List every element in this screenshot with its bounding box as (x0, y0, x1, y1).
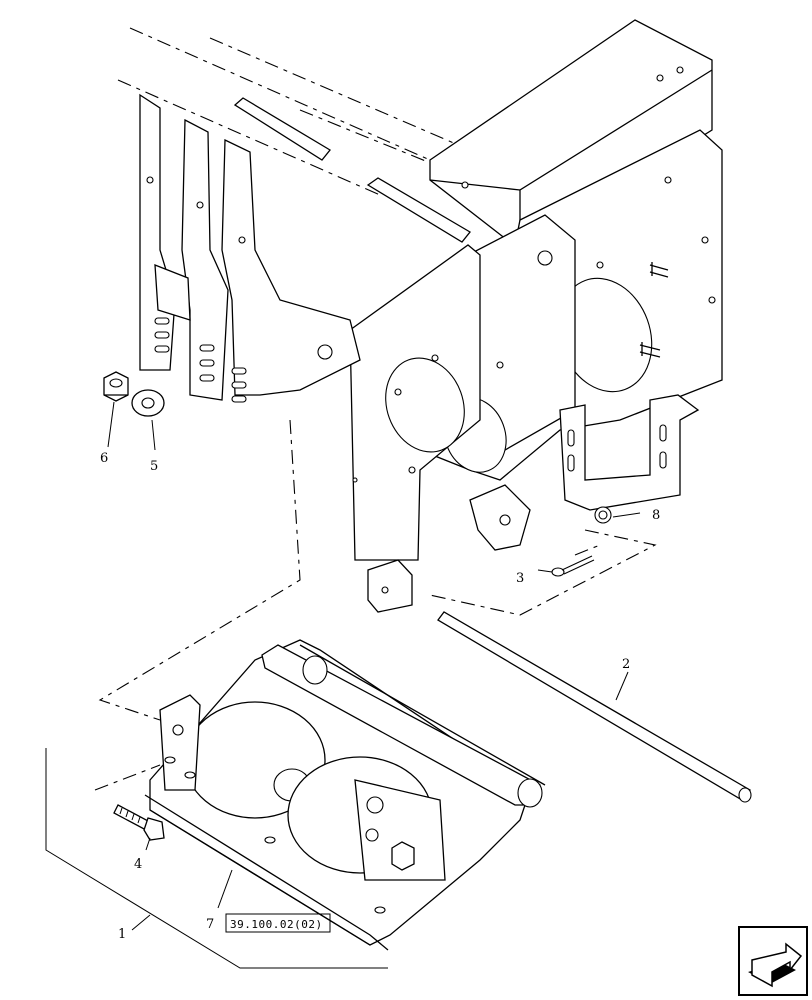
cotter-pin (551, 555, 595, 577)
callout-6: 6 (100, 451, 108, 466)
connection-lines (94, 419, 657, 791)
nut (103, 371, 129, 402)
callout-7: 7 (206, 917, 214, 932)
callout-1: 1 (118, 927, 126, 942)
callout-4: 4 (134, 857, 142, 872)
roller-assembly (144, 639, 546, 951)
callout-2: 2 (622, 657, 630, 672)
callout-8: 8 (652, 508, 660, 523)
fork-plates (139, 93, 361, 403)
washer (131, 389, 165, 417)
reference-link[interactable]: 39.100.02(02) (230, 918, 323, 931)
main-frame (233, 19, 723, 613)
next-page-arrow-icon[interactable] (738, 926, 808, 996)
u-bracket (559, 394, 700, 524)
callouts: 1 2 3 4 5 6 7 8 39.100.02(02) (100, 451, 660, 942)
bolt (113, 804, 165, 841)
reference-box (225, 913, 331, 933)
pin-shaft (437, 611, 752, 803)
leader-lines (45, 401, 641, 969)
alignment-lines-top (117, 27, 471, 196)
callout-5: 5 (150, 459, 158, 474)
callout-3: 3 (516, 571, 524, 586)
